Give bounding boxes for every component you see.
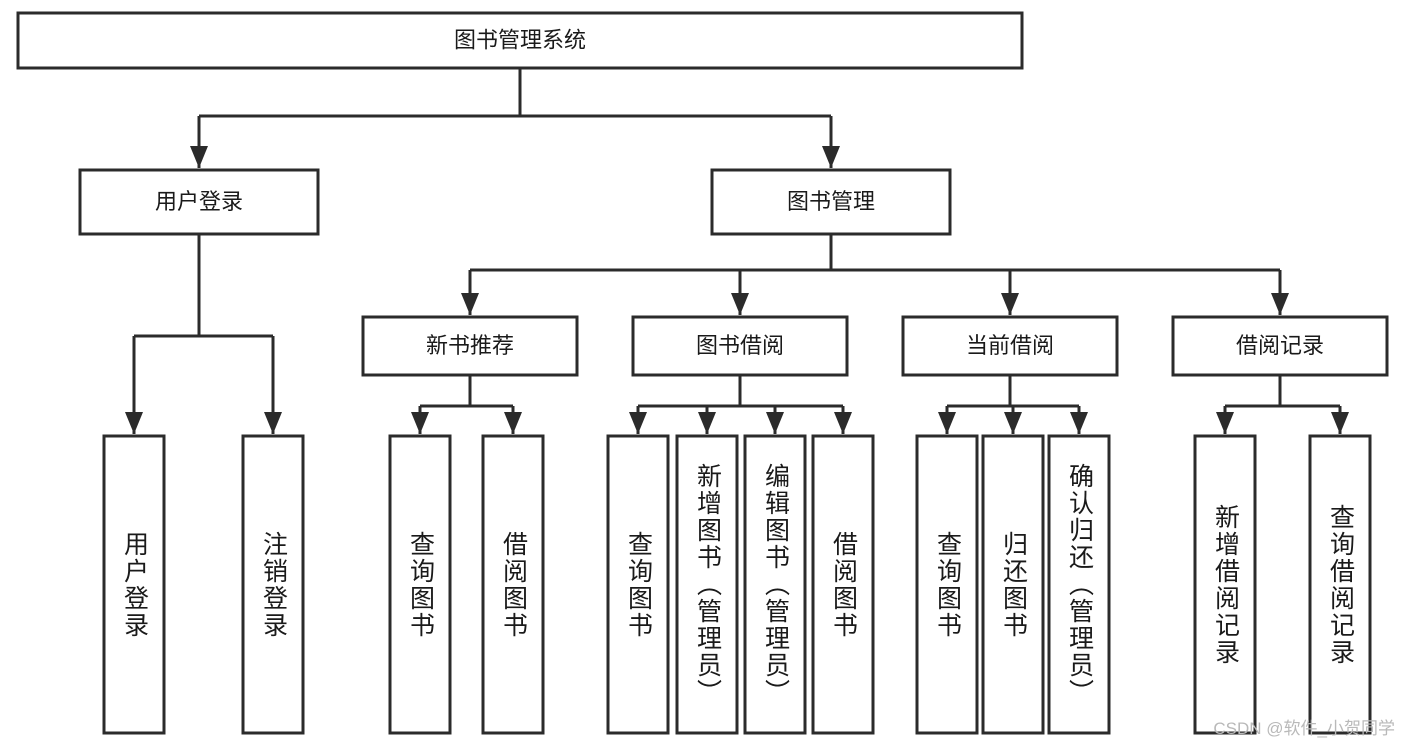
- arrowhead-icon-record-add: [1216, 412, 1234, 434]
- node-label-wrap-borrow-edit-book: 编辑图书（管理员）: [761, 463, 790, 706]
- node-current-query-book[interactable]: 查询图书: [915, 434, 979, 735]
- node-box-borrow-query-book[interactable]: [606, 434, 670, 735]
- node-box-borrow-borrow-book[interactable]: [811, 434, 875, 735]
- arrowhead-icon-borrow-records: [1271, 293, 1289, 315]
- node-box-current-query-book[interactable]: [915, 434, 979, 735]
- node-label-wrap-recommend-borrow-book: 借阅图书: [499, 530, 528, 639]
- node-box-book-management[interactable]: [710, 168, 952, 236]
- arrowhead-icon-current-borrow: [1001, 293, 1019, 315]
- node-recommend-borrow-book[interactable]: 借阅图书: [481, 434, 545, 735]
- node-label-recommend-query-book: 查询图书: [406, 530, 435, 639]
- arrowhead-icon-borrow-add-book: [698, 412, 716, 434]
- node-box-record-add[interactable]: [1193, 434, 1257, 735]
- node-record-add[interactable]: 新增借阅记录: [1193, 434, 1257, 735]
- node-recommend-query-book[interactable]: 查询图书: [388, 434, 452, 735]
- node-label-book-management: 图书管理: [787, 189, 875, 214]
- node-borrow-edit-book[interactable]: 编辑图书（管理员）: [743, 434, 807, 735]
- node-box-root[interactable]: [16, 11, 1024, 70]
- arrowhead-icon-borrow-edit-book: [766, 412, 784, 434]
- node-box-user-login[interactable]: [78, 168, 320, 236]
- node-label-wrap-current-confirm-return: 确认归还（管理员）: [1065, 463, 1094, 706]
- node-user-logout-leaf[interactable]: 注销登录: [241, 434, 305, 735]
- node-label-borrow-add-book: 新增图书（管理员）: [693, 463, 722, 706]
- node-label-recommend-borrow-book: 借阅图书: [499, 530, 528, 639]
- arrowhead-icon-current-confirm-return: [1070, 412, 1088, 434]
- node-box-book-borrow[interactable]: [631, 315, 849, 377]
- node-box-record-query[interactable]: [1308, 434, 1372, 735]
- node-label-wrap-current-return-book: 归还图书: [999, 530, 1028, 639]
- node-label-wrap-user-logout-leaf: 注销登录: [259, 530, 288, 639]
- node-borrow-records[interactable]: 借阅记录: [1171, 315, 1389, 377]
- arrowhead-icon-user-login-leaf: [125, 412, 143, 434]
- connector-layer: [125, 68, 1349, 434]
- node-record-query[interactable]: 查询借阅记录: [1308, 434, 1372, 735]
- arrowhead-icon-recommend-borrow-book: [504, 412, 522, 434]
- arrowhead-icon-new-book-recommend: [461, 293, 479, 315]
- arrowhead-icon-borrow-borrow-book: [834, 412, 852, 434]
- arrowhead-icon-book-management: [822, 146, 840, 168]
- node-label-wrap-borrow-borrow-book: 借阅图书: [829, 530, 858, 639]
- node-new-book-recommend[interactable]: 新书推荐: [361, 315, 579, 377]
- node-current-return-book[interactable]: 归还图书: [981, 434, 1045, 735]
- node-box-recommend-query-book[interactable]: [388, 434, 452, 735]
- node-box-user-logout-leaf[interactable]: [241, 434, 305, 735]
- node-current-borrow[interactable]: 当前借阅: [901, 315, 1119, 377]
- node-box-current-return-book[interactable]: [981, 434, 1045, 735]
- node-box-borrow-edit-book[interactable]: [743, 434, 807, 735]
- node-label-wrap-user-login-leaf: 用户登录: [120, 530, 149, 639]
- node-label-current-return-book: 归还图书: [999, 530, 1028, 639]
- node-book-borrow[interactable]: 图书借阅: [631, 315, 849, 377]
- arrowhead-icon-recommend-query-book: [411, 412, 429, 434]
- node-box-new-book-recommend[interactable]: [361, 315, 579, 377]
- node-label-current-query-book: 查询图书: [933, 530, 962, 639]
- arrowhead-icon-current-return-book: [1004, 412, 1022, 434]
- arrowhead-icon-user-login: [190, 146, 208, 168]
- node-box-current-borrow[interactable]: [901, 315, 1119, 377]
- node-label-new-book-recommend: 新书推荐: [426, 333, 514, 358]
- node-current-confirm-return[interactable]: 确认归还（管理员）: [1047, 434, 1111, 735]
- node-label-root: 图书管理系统: [454, 27, 586, 52]
- node-label-borrow-edit-book: 编辑图书（管理员）: [761, 463, 790, 706]
- node-label-current-borrow: 当前借阅: [966, 333, 1054, 358]
- node-label-wrap-borrow-query-book: 查询图书: [624, 530, 653, 639]
- node-label-user-login: 用户登录: [155, 189, 243, 214]
- node-borrow-query-book[interactable]: 查询图书: [606, 434, 670, 735]
- node-box-current-confirm-return[interactable]: [1047, 434, 1111, 735]
- node-label-wrap-borrow-add-book: 新增图书（管理员）: [693, 463, 722, 706]
- node-label-user-logout-leaf: 注销登录: [259, 530, 288, 639]
- node-borrow-borrow-book[interactable]: 借阅图书: [811, 434, 875, 735]
- node-layer: 图书管理系统用户登录图书管理用户登录注销登录新书推荐图书借阅当前借阅借阅记录查询…: [16, 11, 1389, 735]
- node-label-wrap-record-add: 新增借阅记录: [1211, 503, 1240, 666]
- arrowhead-icon-book-borrow: [731, 293, 749, 315]
- node-box-borrow-records[interactable]: [1171, 315, 1389, 377]
- node-label-borrow-query-book: 查询图书: [624, 530, 653, 639]
- node-label-record-query: 查询借阅记录: [1326, 503, 1355, 666]
- node-label-book-borrow: 图书借阅: [696, 333, 784, 358]
- node-label-borrow-borrow-book: 借阅图书: [829, 530, 858, 639]
- node-user-login-leaf[interactable]: 用户登录: [102, 434, 166, 735]
- node-label-current-confirm-return: 确认归还（管理员）: [1065, 463, 1094, 706]
- arrowhead-icon-current-query-book: [938, 412, 956, 434]
- node-label-record-add: 新增借阅记录: [1211, 503, 1240, 666]
- node-book-management[interactable]: 图书管理: [710, 168, 952, 236]
- node-label-user-login-leaf: 用户登录: [120, 530, 149, 639]
- node-box-borrow-add-book[interactable]: [675, 434, 739, 735]
- node-label-wrap-recommend-query-book: 查询图书: [406, 530, 435, 639]
- node-label-wrap-current-query-book: 查询图书: [933, 530, 962, 639]
- arrowhead-icon-record-query: [1331, 412, 1349, 434]
- node-root[interactable]: 图书管理系统: [16, 11, 1024, 70]
- arrowhead-icon-user-logout-leaf: [264, 412, 282, 434]
- arrowhead-icon-borrow-query-book: [629, 412, 647, 434]
- node-label-wrap-record-query: 查询借阅记录: [1326, 503, 1355, 666]
- node-borrow-add-book[interactable]: 新增图书（管理员）: [675, 434, 739, 735]
- node-box-recommend-borrow-book[interactable]: [481, 434, 545, 735]
- node-user-login[interactable]: 用户登录: [78, 168, 320, 236]
- node-box-user-login-leaf[interactable]: [102, 434, 166, 735]
- node-label-borrow-records: 借阅记录: [1236, 333, 1324, 358]
